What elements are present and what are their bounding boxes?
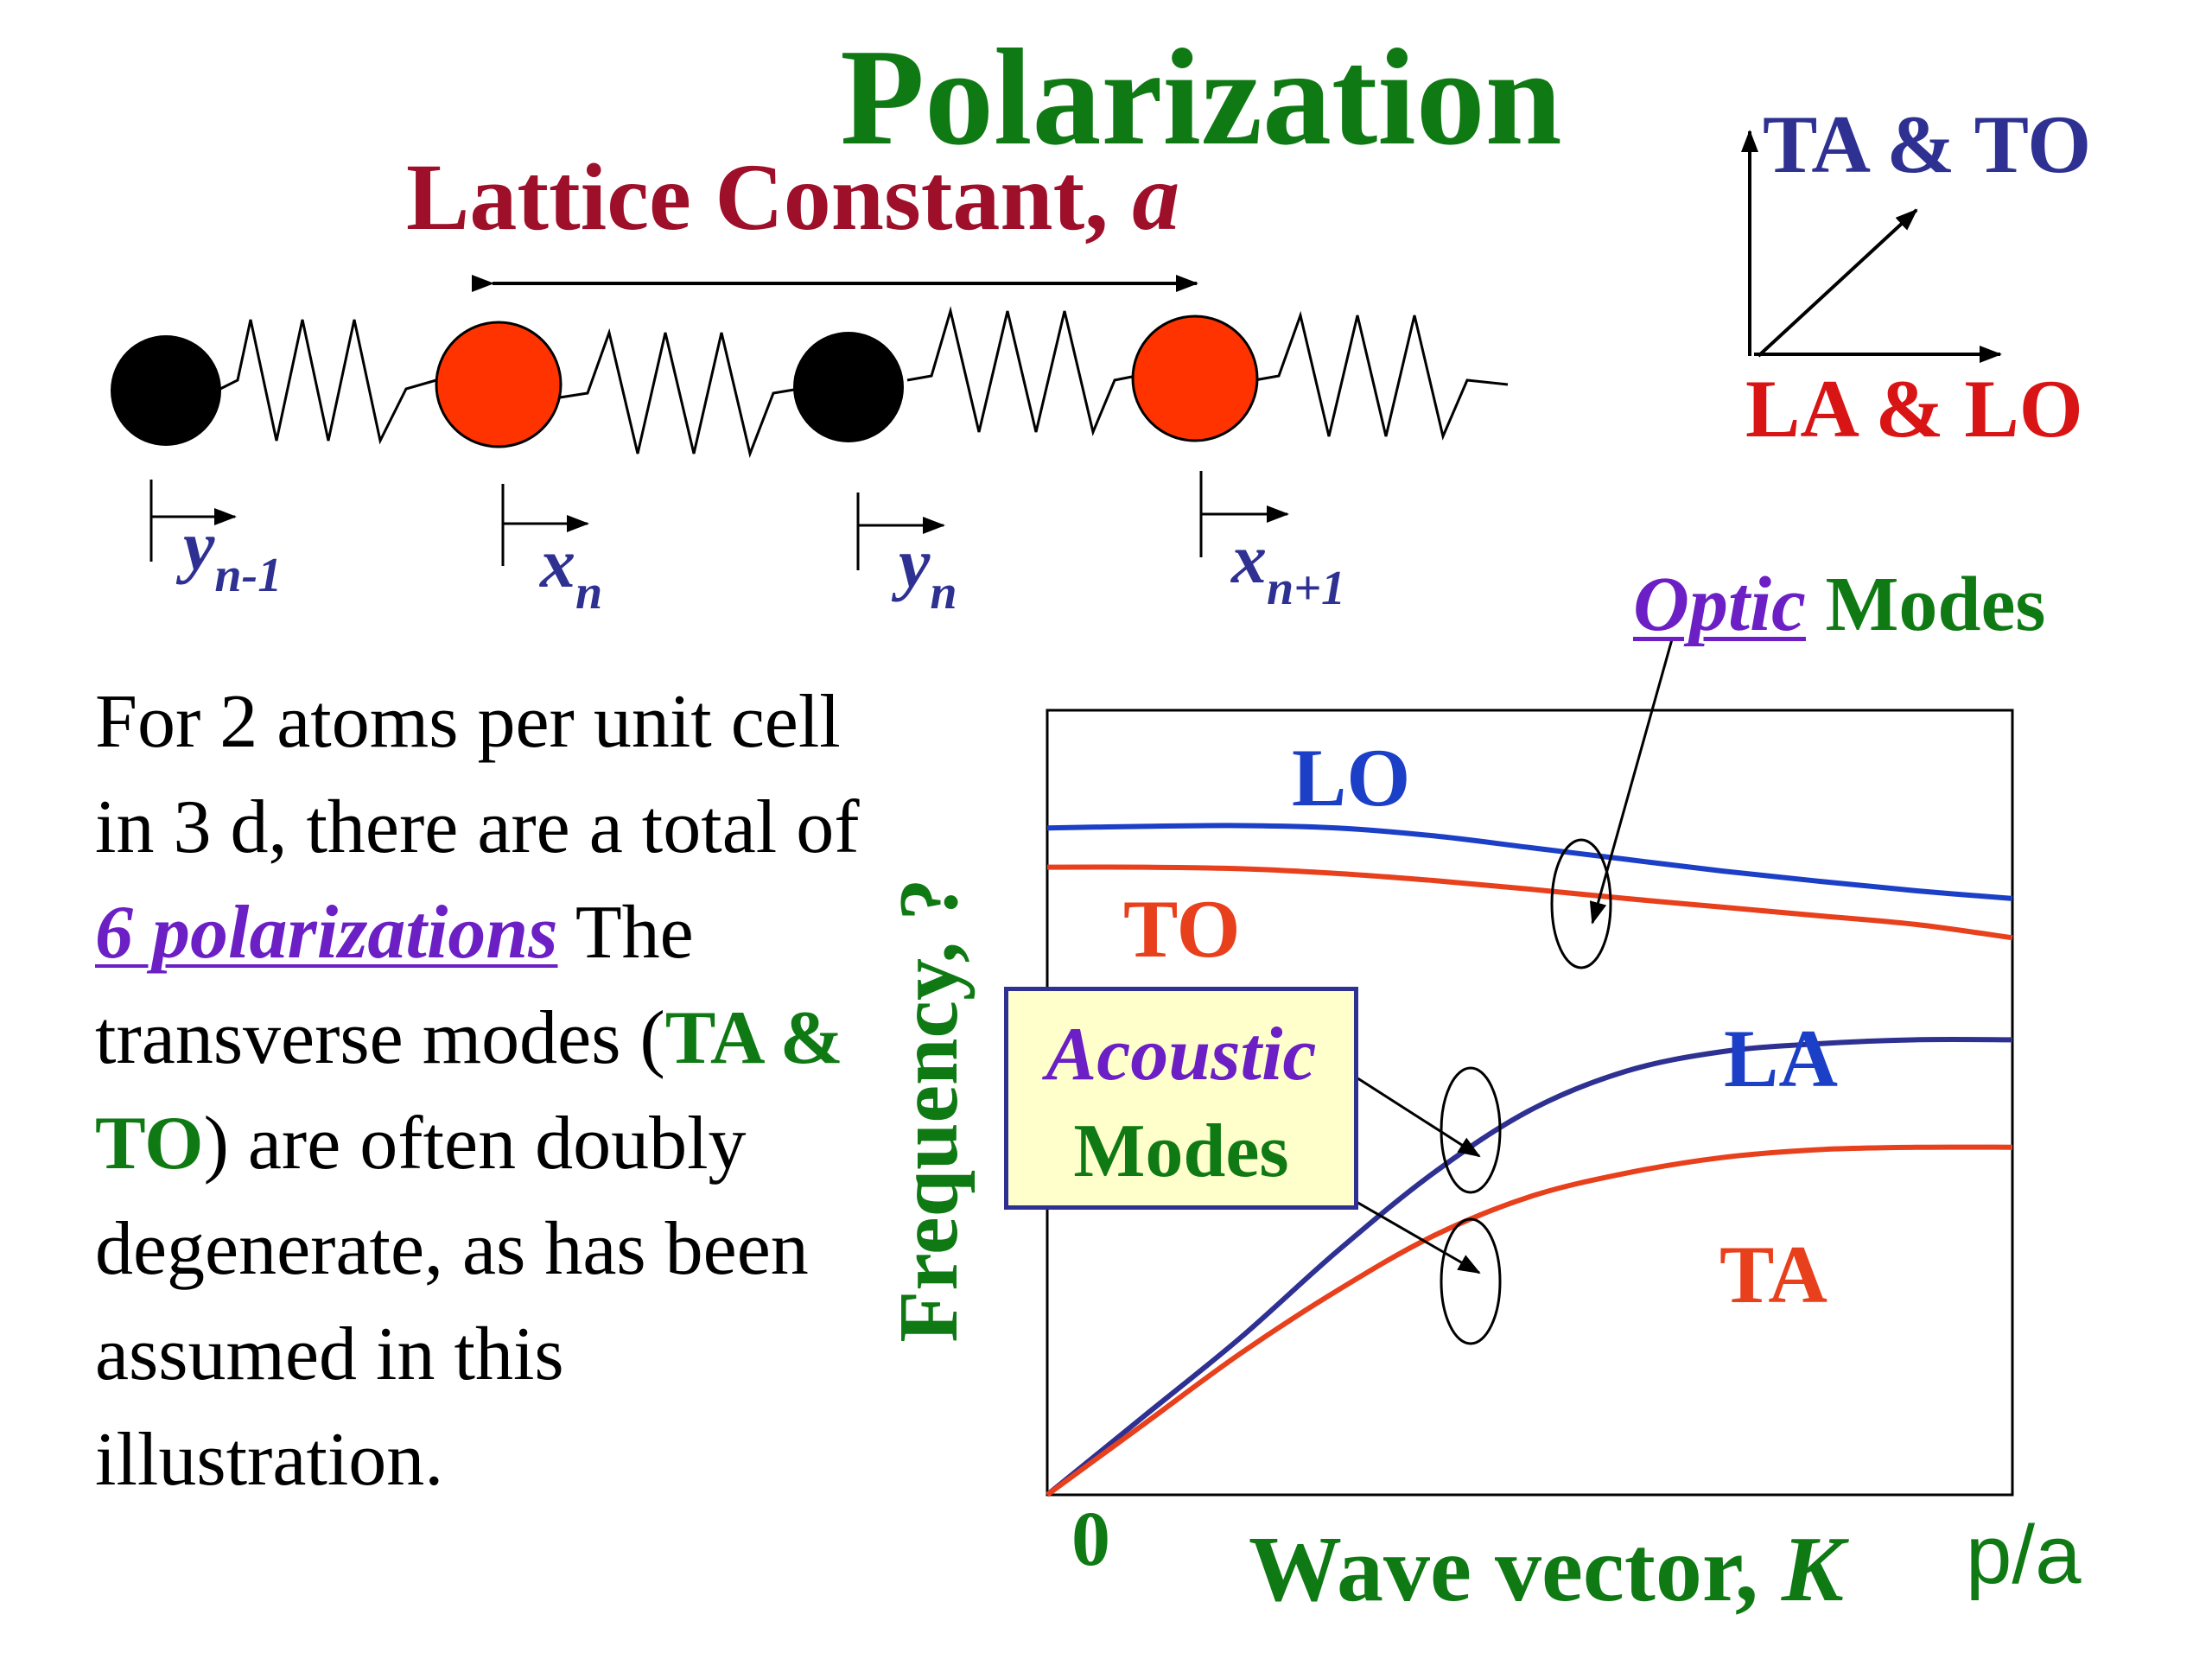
- coordinate-label-4: xn+1: [1231, 518, 1345, 616]
- series-line-la: [1046, 1037, 2013, 1497]
- page-title: Polarization: [840, 20, 1562, 174]
- coordinate-var: y: [899, 524, 931, 602]
- longitudinal-label: LA & LO: [1745, 363, 2083, 454]
- lattice-constant-symbol: a: [1132, 144, 1180, 250]
- coordinate-var: y: [183, 506, 215, 585]
- x-tick-end: p/a: [1966, 1509, 2082, 1601]
- acoustic-pointer-arrow-1: [1349, 1071, 1481, 1158]
- explanation-paragraph: For 2 atoms per unit cell in 3 d, there …: [95, 670, 916, 1513]
- modes-word: Modes: [1805, 562, 2046, 647]
- coordinate-sub: n: [575, 566, 603, 620]
- coordinate-sub: n+1: [1267, 562, 1346, 616]
- paragraph-highlight: TA & TO: [95, 996, 843, 1185]
- paragraph-text: For 2 atoms per unit cell in 3 d, there …: [95, 680, 860, 869]
- displacement-marker-2: [501, 484, 589, 566]
- paragraph-text: The transverse modes (: [95, 891, 694, 1080]
- x-axis-label-text: Wave vector,: [1249, 1518, 1782, 1621]
- displacement-marker-1: [149, 480, 237, 562]
- series-label-ta: TA: [1719, 1229, 1827, 1320]
- series-line-to: [1046, 864, 2013, 941]
- y-axis-label: Frequency, ?: [882, 878, 976, 1343]
- spring-4: [1254, 310, 1509, 441]
- series-layer: [1046, 823, 2013, 1497]
- spring-3: [906, 306, 1137, 436]
- atom-red-1: [435, 321, 563, 448]
- series-label-lo: LO: [1292, 732, 1411, 823]
- atom-red-2: [1131, 315, 1259, 442]
- series-label-to: TO: [1123, 883, 1241, 975]
- coordinate-label-3: yn: [899, 523, 957, 620]
- spring-2: [559, 327, 800, 459]
- x-tick-0: 0: [1071, 1497, 1110, 1582]
- modes-word: Modes: [1073, 1109, 1289, 1193]
- optic-word: Optic: [1633, 562, 1806, 647]
- series-label-la: LA: [1724, 1013, 1838, 1104]
- optic-mode-ellipse: [1550, 838, 1612, 969]
- acoustic-word: Acoustic: [1046, 1013, 1317, 1096]
- paragraph-text: ) are often doubly degenerate, as has be…: [95, 1102, 809, 1502]
- optic-modes-label: Optic Modes: [1633, 560, 2045, 649]
- coordinate-var: x: [1231, 519, 1267, 598]
- paragraph-emphasis: 6 polarizations: [95, 891, 558, 975]
- lattice-constant-label: Lattice Constant, a: [406, 143, 1179, 252]
- acoustic-mode-ellipse-upper: [1440, 1066, 1502, 1194]
- spring-1: [219, 319, 437, 445]
- coordinate-label-1: yn-1: [183, 505, 282, 603]
- transverse-label: TA & TO: [1763, 99, 2092, 190]
- coordinate-label-2: xn: [540, 523, 602, 620]
- series-line-ta: [1046, 1144, 2013, 1497]
- atom-black-2: [793, 332, 904, 442]
- x-axis-label: Wave vector, K: [1249, 1516, 1844, 1624]
- coordinate-sub: n-1: [214, 549, 283, 603]
- optic-pointer-arrow: [1589, 639, 1674, 925]
- coordinate-var: x: [540, 524, 575, 602]
- direction-axes: [1741, 130, 2002, 363]
- coordinate-sub: n: [930, 566, 957, 620]
- displacement-marker-4: [1199, 471, 1289, 557]
- x-axis-label-symbol: K: [1781, 1518, 1844, 1621]
- series-line-lo: [1046, 823, 2013, 901]
- displacement-marker-3: [856, 493, 945, 570]
- atom-black-1: [111, 335, 221, 446]
- acoustic-mode-ellipse-lower: [1440, 1217, 1502, 1345]
- lattice-constant-text: Lattice Constant,: [406, 144, 1133, 250]
